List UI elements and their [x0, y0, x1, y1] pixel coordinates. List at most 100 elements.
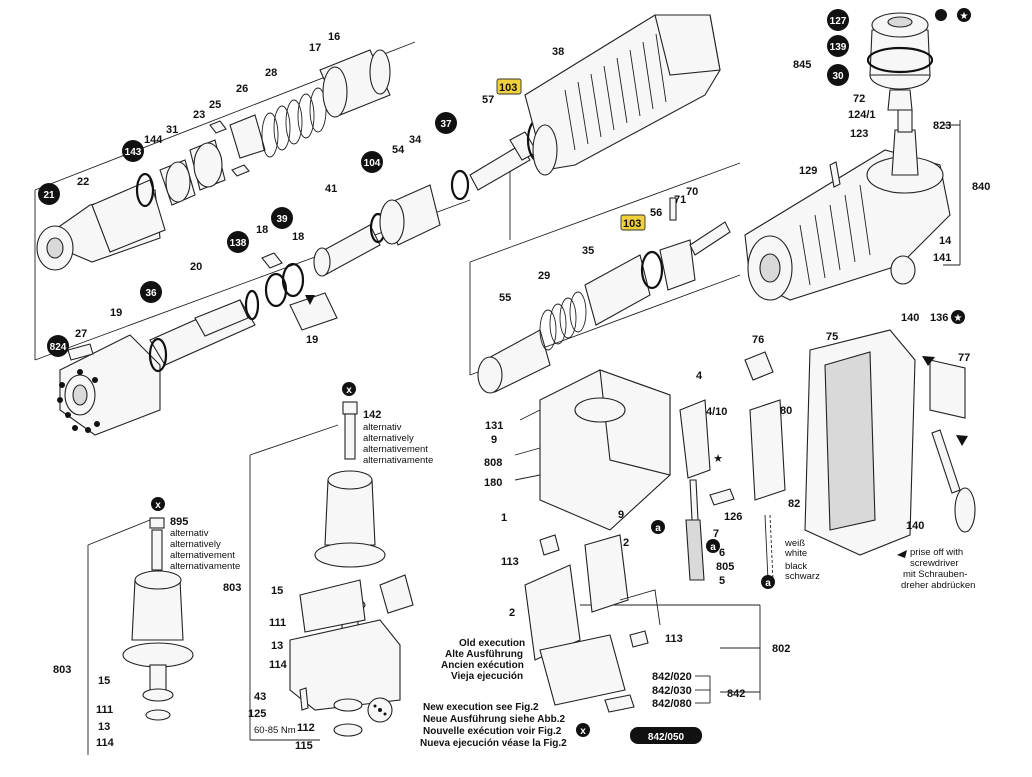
label-34: 34 [409, 134, 422, 146]
label-26: 26 [236, 83, 248, 95]
armature-895 [122, 517, 194, 721]
new-exec-line: New execution see Fig.2 [423, 702, 539, 713]
label-57: 57 [482, 94, 494, 106]
label-103b: 103 [623, 218, 641, 230]
label-4: 4 [696, 370, 703, 382]
badge-x2: x [155, 500, 161, 511]
note-prise-off: prise off with screwdriver mit Schrauben… [897, 547, 975, 591]
wire-black-en: black [785, 561, 807, 572]
label-19b: 19 [306, 334, 318, 346]
label-895: 895 [170, 516, 188, 528]
label-111a: 111 [269, 617, 286, 629]
label-71: 71 [674, 194, 686, 206]
label-113b: 113 [665, 633, 683, 645]
badge-104: 104 [364, 158, 381, 169]
label-28: 28 [265, 67, 277, 79]
label-842: 842 [727, 688, 745, 700]
label-6: 6 [719, 547, 725, 559]
gear-housing-840 [744, 109, 951, 301]
new-exec-line: Nouvelle exécution voir Fig.2 [423, 726, 562, 737]
label-18a: 18 [256, 224, 268, 236]
switch-assembly [679, 351, 786, 581]
label-29: 29 [538, 270, 550, 282]
label-31: 31 [166, 124, 178, 136]
label-142: 142 [363, 409, 381, 421]
label-77: 77 [958, 352, 970, 364]
alt-142-line: alternativamente [363, 455, 433, 466]
alt-895-line: alternatively [170, 539, 221, 550]
wire-white-de: weiß [784, 538, 805, 549]
spring-28 [261, 87, 327, 158]
old-exec-line: Ancien exécution [441, 660, 524, 671]
label-808: 808 [484, 457, 502, 469]
label-845: 845 [793, 59, 811, 71]
label-123: 123 [850, 128, 868, 140]
badge-39: 39 [276, 214, 288, 225]
prise-off-line: dreher abdrücken [901, 580, 975, 591]
label-2b: 2 [509, 607, 515, 619]
label-torque: 60-85 Nm [254, 725, 296, 736]
label-19a: 19 [110, 307, 122, 319]
label-840: 840 [972, 181, 990, 193]
badge-138: 138 [230, 238, 247, 249]
old-exec-line: Alte Ausführung [445, 649, 523, 660]
note-alternative-895: alternativ alternatively alternativement… [170, 528, 240, 572]
wire-white-en: white [784, 548, 807, 559]
label-9b: 9 [618, 509, 624, 521]
label-144: 144 [144, 134, 163, 146]
new-exec-line: Nueva ejecución véase la Fig.2 [420, 738, 567, 749]
label-114b: 114 [96, 737, 115, 749]
label-17: 17 [309, 42, 321, 54]
star-icon: ★ [954, 313, 963, 324]
field-coil-2 [524, 534, 661, 713]
label-54: 54 [392, 144, 405, 156]
label-16: 16 [328, 31, 340, 43]
label-803b: 803 [53, 664, 71, 676]
label-9a: 9 [491, 434, 497, 446]
label-115: 115 [295, 740, 313, 752]
label-15a: 15 [271, 585, 283, 597]
label-2a: 2 [623, 537, 629, 549]
wire-black-de: schwarz [785, 571, 820, 582]
label-27: 27 [75, 328, 87, 340]
badge-labels: 21 143 138 36 39 824 104 37 127 139 30 x… [43, 16, 846, 743]
piston-assembly [477, 197, 731, 394]
old-exec-line: Vieja ejecución [451, 671, 523, 682]
screws-824 [57, 369, 100, 433]
prise-off-line: screwdriver [910, 558, 959, 569]
label-43: 43 [254, 691, 266, 703]
motor-housing-1 [514, 369, 671, 531]
label-82: 82 [788, 498, 800, 510]
striker-assembly [313, 116, 554, 277]
label-802: 802 [772, 643, 790, 655]
label-103a: 103 [499, 82, 517, 94]
label-180: 180 [484, 477, 502, 489]
label-72: 72 [853, 93, 865, 105]
housing-fins [799, 184, 871, 286]
label-5: 5 [719, 575, 725, 587]
badge-824: 824 [50, 342, 67, 353]
prise-off-line: mit Schrauben- [903, 569, 967, 580]
cylinder-housing-38 [524, 14, 721, 176]
badges [38, 8, 971, 737]
badge-a3: a [765, 578, 771, 589]
badge-a1: a [655, 523, 661, 534]
label-141: 141 [933, 252, 951, 264]
badge-139: 139 [830, 42, 847, 53]
star-icons: ★ ★ ★ [713, 11, 968, 465]
armature-142 [289, 401, 414, 737]
badge-21: 21 [43, 190, 55, 201]
label-15b: 15 [98, 675, 110, 687]
label-56: 56 [650, 207, 662, 219]
label-140a: 140 [901, 312, 919, 324]
badge-143: 143 [125, 147, 142, 158]
gear-845 [866, 12, 934, 111]
badge-x3: x [580, 726, 586, 737]
label-136: 136 [930, 312, 948, 324]
alt-895-line: alternativement [170, 550, 235, 561]
old-exec-line: Old execution [459, 638, 525, 649]
label-18b: 18 [292, 231, 304, 243]
badge-37: 37 [440, 119, 452, 130]
star-icon: ★ [960, 11, 969, 22]
label-112: 112 [297, 722, 315, 734]
